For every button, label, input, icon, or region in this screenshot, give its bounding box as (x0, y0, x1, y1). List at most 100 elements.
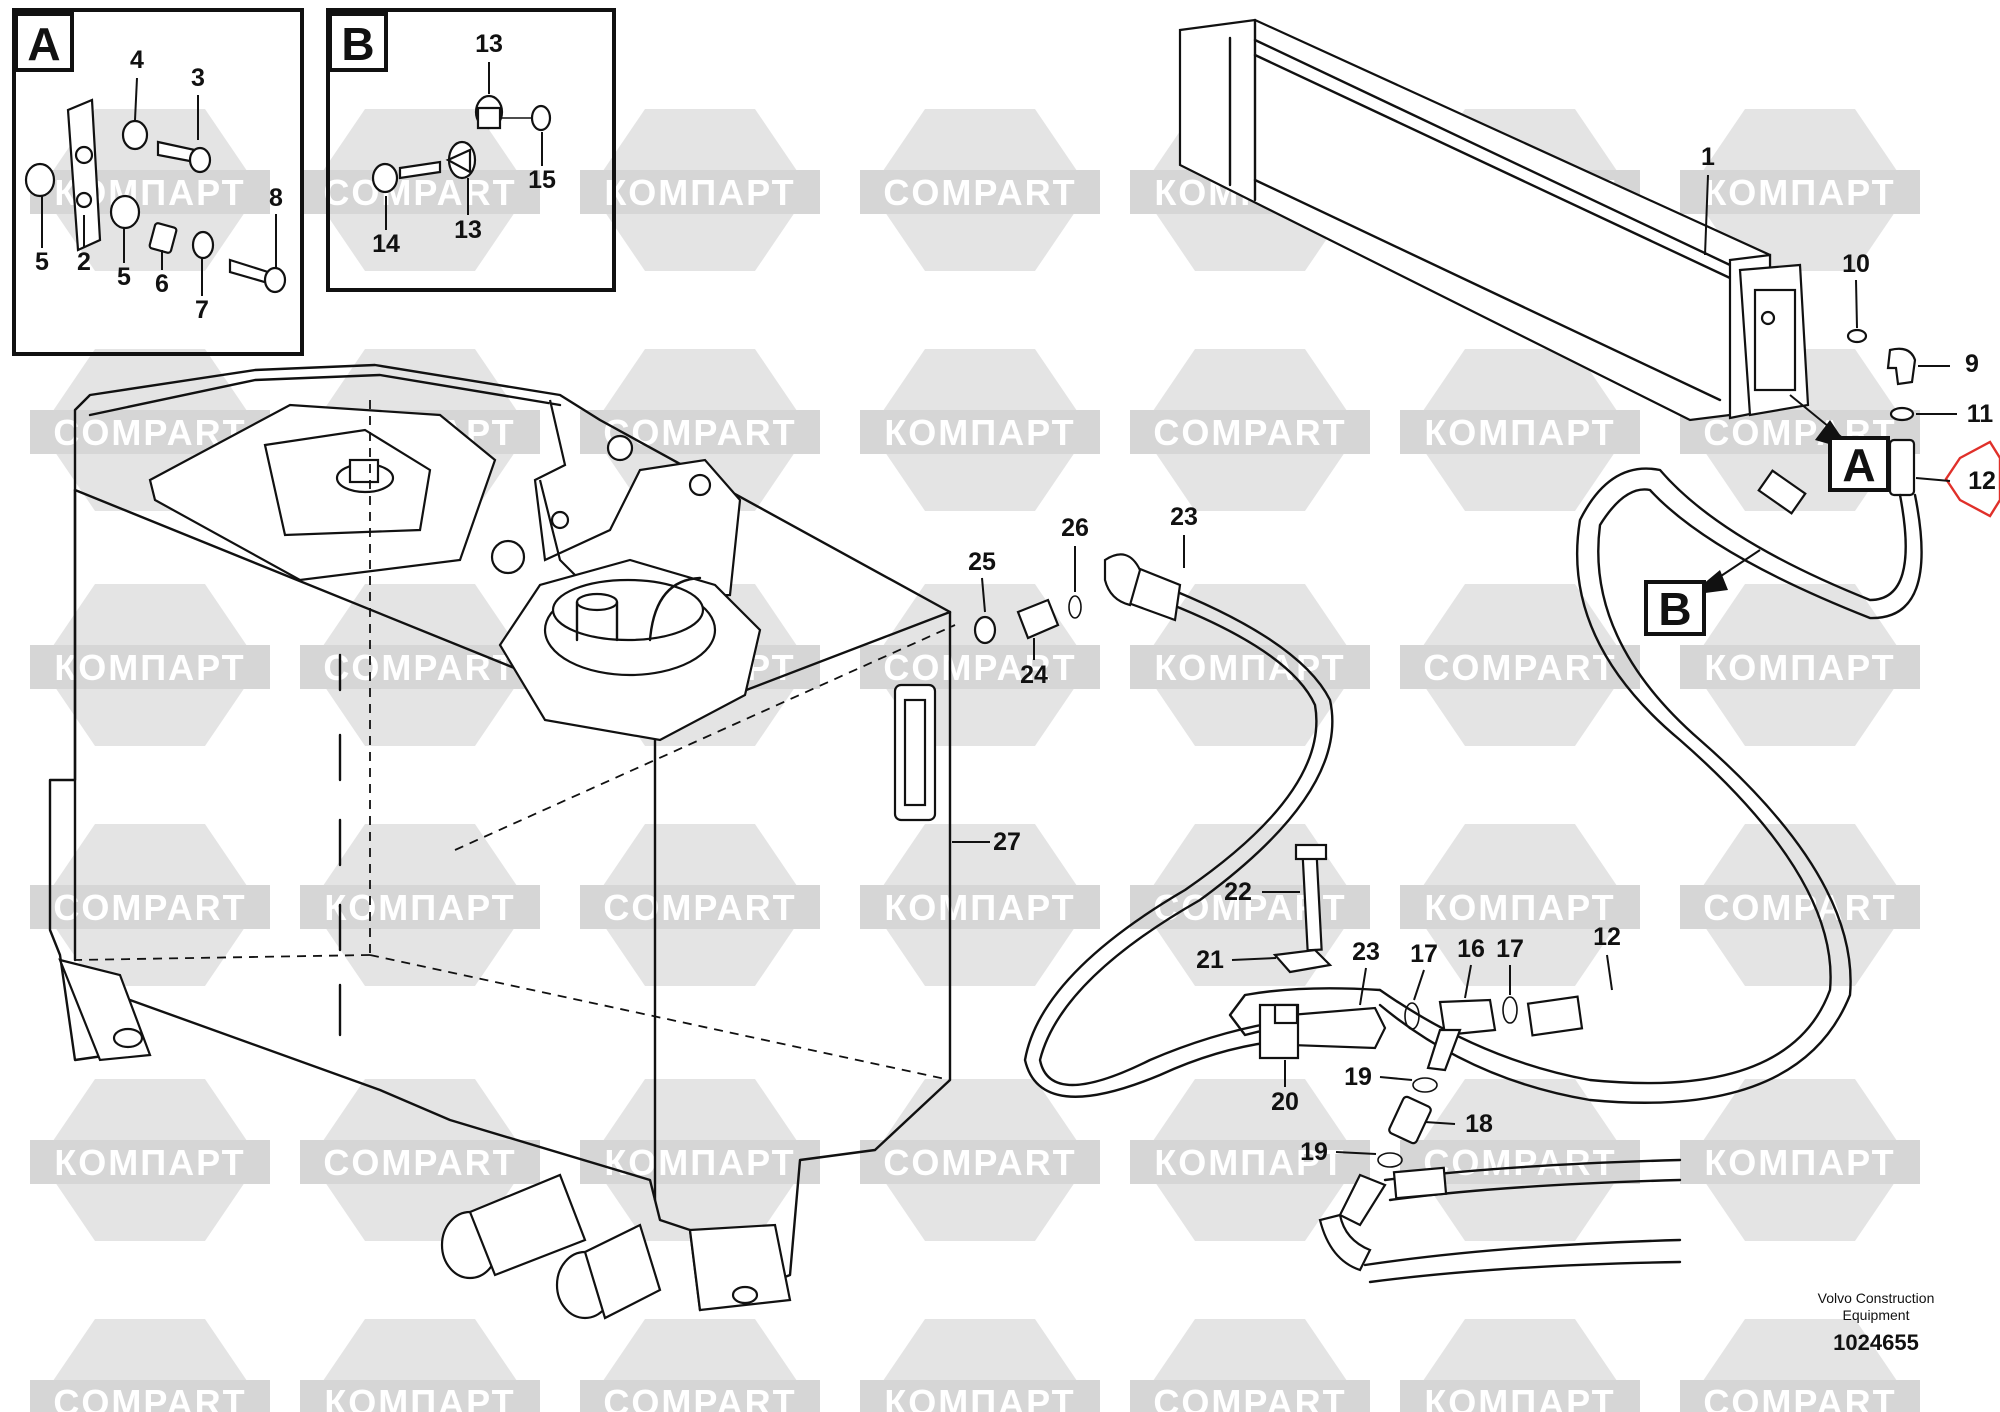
view-b-inset: B (326, 8, 616, 292)
watermark-tile: COMPART (860, 109, 1100, 271)
callout-leader (1379, 1076, 1413, 1081)
watermark-tile: КОМПАРТ (580, 109, 820, 271)
watermark-text: КОМПАРТ (884, 412, 1075, 453)
watermark-tile: COMPART (580, 824, 820, 986)
watermark-text: COMPART (883, 647, 1076, 688)
callout-number: 15 (528, 166, 556, 194)
callout-number: 23 (1170, 503, 1198, 531)
watermark-text: КОМПАРТ (1704, 1142, 1895, 1183)
callout-leader (1413, 969, 1425, 1001)
watermark-tile: COMPART (300, 584, 540, 746)
hose-23 (1023, 553, 1387, 1098)
watermark-tile: КОМПАРТ (1680, 584, 1920, 746)
watermark-tile: КОМПАРТ (860, 1319, 1100, 1412)
callout-number: 18 (1465, 1110, 1493, 1138)
watermark-tile: КОМПАРТ (860, 349, 1100, 511)
callout-26: 26 (1061, 514, 1089, 592)
callout-number: 5 (117, 263, 131, 291)
watermark-text: КОМПАРТ (1424, 887, 1615, 928)
callout-27: 27 (952, 828, 1021, 856)
oil-cooler (1178, 18, 1917, 497)
callout-number: 20 (1271, 1088, 1299, 1116)
callout-leader (1855, 279, 1858, 329)
callout-leader (1359, 967, 1367, 1006)
callout-number: 7 (195, 296, 209, 324)
watermark-text: COMPART (883, 172, 1076, 213)
watermark-tile: КОМПАРТ (860, 824, 1100, 986)
callout-13: 13 (454, 178, 482, 244)
watermark-tile: КОМПАРТ (1680, 1079, 1920, 1241)
watermark-text: COMPART (1703, 887, 1896, 928)
view-marker-a-label: A (1842, 439, 1875, 491)
callout-number: 4 (130, 46, 144, 74)
callout-21: 21 (1196, 946, 1277, 974)
watermark-tile: COMPART (860, 1079, 1100, 1241)
watermark-text: COMPART (1153, 412, 1346, 453)
callout-18: 18 (1424, 1110, 1493, 1138)
watermark-text: COMPART (603, 412, 796, 453)
watermark-tile: КОМПАРТ (1680, 109, 1920, 271)
callout-number: 26 (1061, 514, 1089, 542)
view-a-label: A (27, 18, 60, 70)
callout-number: 5 (35, 248, 49, 276)
callout-number: 6 (155, 270, 169, 298)
callout-number: 23 (1352, 938, 1380, 966)
watermark-text: COMPART (1423, 647, 1616, 688)
watermark-text: COMPART (323, 172, 516, 213)
callout-leader (1704, 174, 1709, 256)
callout-22: 22 (1224, 878, 1300, 906)
watermark-tile: COMPART (1130, 1319, 1370, 1412)
watermark-tile: COMPART (1130, 349, 1370, 511)
watermark-tile: COMPART (1680, 1319, 1920, 1412)
hose-12 (1228, 467, 1923, 1104)
view-b-label: B (341, 18, 374, 70)
callout-number: 11 (1967, 400, 1994, 428)
watermark-text: COMPART (603, 1382, 796, 1412)
callout-10: 10 (1842, 250, 1870, 329)
callout-4: 4 (130, 46, 144, 121)
highlight-hexagon-12 (1944, 440, 2000, 518)
callout-25: 25 (968, 548, 996, 613)
callout-leader (1464, 964, 1472, 999)
callout-number: 8 (269, 184, 283, 212)
callout-23: 23 (1170, 503, 1198, 568)
callout-leader (1915, 477, 1951, 482)
watermark-text: COMPART (323, 1142, 516, 1183)
callout-number: 12 (1968, 467, 1996, 495)
callout-leader (1231, 957, 1277, 961)
callout-leader (1335, 1151, 1377, 1155)
callout-leader (1424, 1121, 1456, 1125)
view-marker-b: B (1644, 549, 1761, 636)
watermark-tile: COMPART (300, 109, 540, 271)
callout-3: 3 (191, 64, 205, 140)
brand-line-1: Volvo Construction (1818, 1290, 1935, 1306)
watermark-text: КОМПАРТ (324, 1382, 515, 1412)
callout-number: 21 (1196, 946, 1224, 974)
callout-2: 2 (77, 215, 91, 276)
watermark-text: КОМПАРТ (884, 1382, 1075, 1412)
callout-19: 19 (1344, 1063, 1413, 1091)
watermark-tile: COMPART (300, 1079, 540, 1241)
callout-leader (134, 77, 138, 121)
callout-number: 12 (1593, 923, 1621, 951)
watermark-text: COMPART (53, 887, 246, 928)
watermark-text: КОМПАРТ (1704, 172, 1895, 213)
callout-number: 19 (1344, 1063, 1372, 1091)
callout-number: 9 (1965, 350, 1979, 378)
callout-5: 5 (117, 228, 131, 291)
callout-number: 24 (1020, 661, 1048, 689)
watermark-text: КОМПАРТ (54, 647, 245, 688)
callout-7: 7 (195, 258, 209, 324)
callout-19: 19 (1300, 1138, 1377, 1166)
callout-number: 3 (191, 64, 205, 92)
watermark-tile: COMPART (580, 1319, 820, 1412)
callout-number: 27 (993, 828, 1021, 856)
callout-15: 15 (528, 132, 556, 194)
callout-6: 6 (155, 250, 169, 298)
callout-14: 14 (372, 196, 400, 258)
watermark-text: COMPART (883, 1142, 1076, 1183)
watermark-tile: КОМПАРТ (580, 1079, 820, 1241)
watermark-text: КОМПАРТ (1424, 412, 1615, 453)
watermark-tile: КОМПАРТ (30, 584, 270, 746)
